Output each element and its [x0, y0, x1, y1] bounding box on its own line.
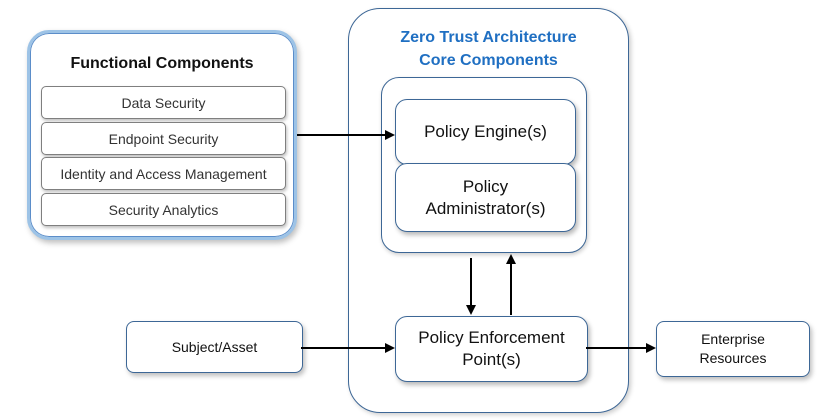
functional-item-endpoint-security: Endpoint Security	[41, 122, 286, 155]
policy-administrator-box: Policy Administrator(s)	[395, 163, 576, 232]
functional-item-data-security: Data Security	[41, 86, 286, 119]
policy-admin-label-line1: Policy	[462, 176, 509, 196]
pep-label-line1: Policy Enforcement	[418, 328, 565, 347]
subject-asset-box: Subject/Asset	[126, 321, 303, 373]
enterprise-resources-box: Enterprise Resources	[656, 321, 810, 377]
policy-admin-label-line2: Administrator(s)	[425, 198, 546, 218]
subject-asset-label: Subject/Asset	[171, 338, 258, 355]
functional-components-panel: Functional Components Data Security Endp…	[27, 30, 297, 240]
pep-label-line2: Point(s)	[462, 350, 521, 369]
zta-title-line1: Zero Trust Architecture	[400, 29, 577, 46]
enterprise-resources-line1: Enterprise	[701, 331, 765, 347]
functional-components-title: Functional Components	[70, 55, 254, 72]
policy-engine-label: Policy Engine(s)	[424, 122, 547, 141]
enterprise-resources-line2: Resources	[699, 350, 767, 366]
functional-item-identity-access-management: Identity and Access Management	[41, 157, 286, 190]
zta-title: Zero Trust Architecture Core Components	[349, 26, 628, 72]
policy-enforcement-point-box: Policy Enforcement Point(s)	[395, 316, 588, 382]
functional-item-security-analytics: Security Analytics	[41, 193, 286, 226]
policy-engine-box: Policy Engine(s)	[395, 99, 576, 165]
zta-title-line2: Core Components	[419, 52, 558, 69]
